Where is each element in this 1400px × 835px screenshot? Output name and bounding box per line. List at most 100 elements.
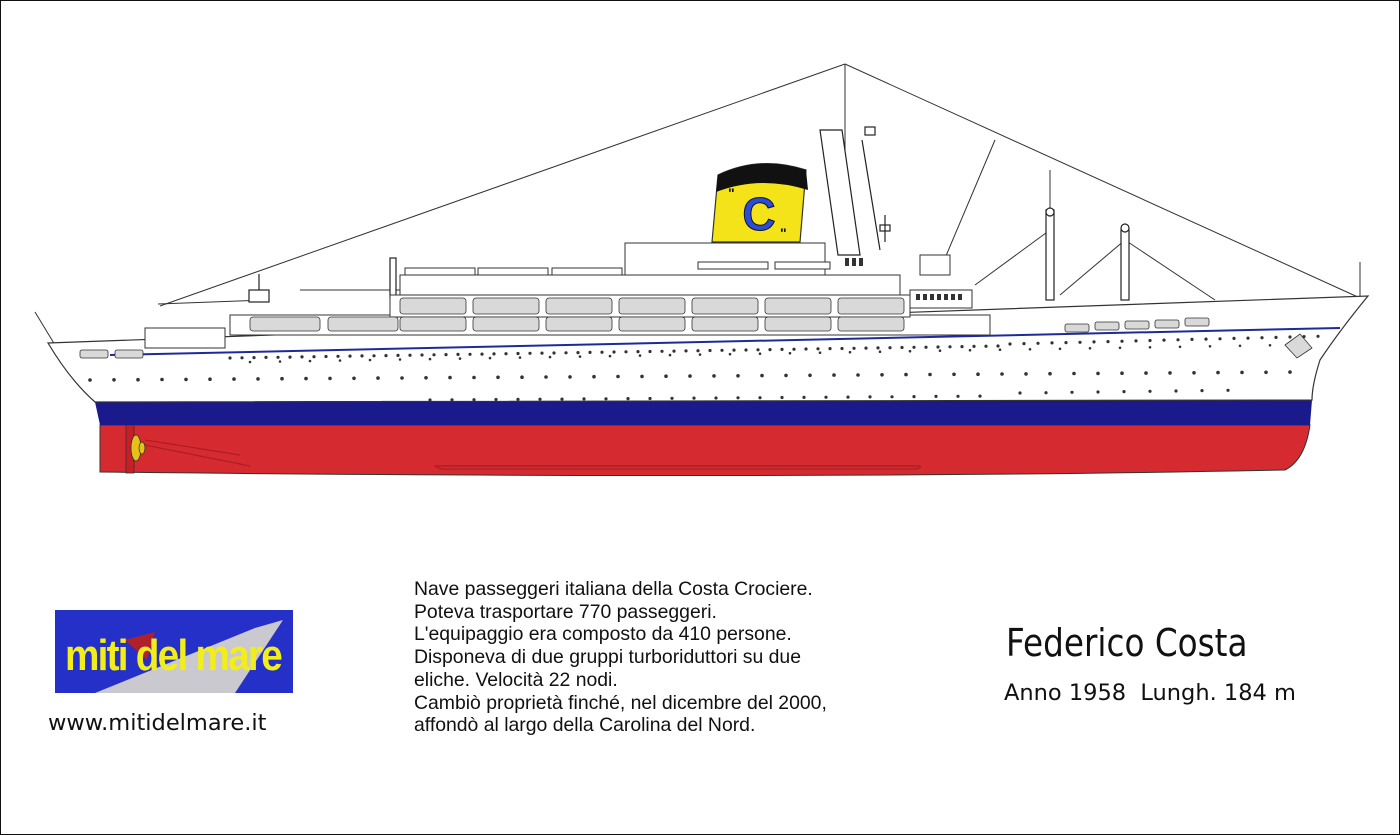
- porthole: [758, 396, 762, 400]
- porthole: [1148, 389, 1152, 393]
- porthole: [1008, 342, 1012, 346]
- porthole: [1088, 347, 1092, 350]
- porthole: [1148, 346, 1152, 349]
- porthole: [1216, 370, 1220, 375]
- porthole: [952, 372, 956, 377]
- porthole: [1144, 371, 1148, 375]
- porthole: [600, 350, 604, 354]
- porthole: [712, 374, 716, 378]
- porthole: [516, 397, 520, 401]
- porthole: [878, 350, 882, 354]
- porthole: [540, 351, 544, 355]
- porthole: [780, 347, 784, 351]
- porthole: [278, 360, 282, 363]
- porthole: [564, 351, 568, 355]
- description-line: Cambiò proprietà finché, nel dicembre de…: [414, 691, 827, 714]
- porthole: [458, 357, 462, 360]
- porthole: [352, 376, 356, 381]
- porthole: [904, 372, 908, 377]
- porthole: [840, 346, 844, 351]
- porthole: [372, 354, 376, 358]
- porthole: [424, 376, 428, 380]
- description-line: Nave passeggeri italiana della Costa Cro…: [414, 578, 813, 600]
- porthole: [832, 373, 836, 377]
- porthole: [856, 373, 860, 377]
- ship-year-length: Anno 1958 Lungh. 184 m: [1004, 680, 1296, 706]
- hull-white: [46, 295, 1370, 403]
- porthole: [312, 355, 316, 359]
- porthole: [802, 395, 806, 399]
- porthole: [1072, 371, 1076, 376]
- porthole: [1036, 341, 1040, 345]
- porthole: [938, 349, 942, 353]
- porthole: [1050, 341, 1054, 345]
- porthole: [672, 349, 676, 353]
- porthole: [1200, 389, 1204, 393]
- porthole: [948, 345, 952, 349]
- porthole: [428, 357, 432, 361]
- porthole: [816, 347, 820, 351]
- porthole: [400, 376, 404, 380]
- porthole: [784, 373, 788, 378]
- porthole: [1106, 340, 1110, 344]
- porthole: [1190, 337, 1194, 341]
- porthole: [698, 353, 702, 356]
- porthole: [472, 398, 476, 402]
- porthole: [684, 349, 688, 353]
- porthole: [736, 396, 740, 400]
- porthole: [1024, 372, 1028, 376]
- porthole: [1070, 390, 1074, 394]
- porthole: [528, 351, 532, 355]
- porthole: [376, 376, 380, 380]
- porthole: [924, 345, 928, 349]
- porthole: [588, 350, 592, 354]
- bridge-windows: [845, 258, 962, 300]
- porthole: [612, 350, 616, 354]
- porthole: [348, 354, 352, 358]
- porthole: [408, 353, 412, 357]
- porthole: [1208, 345, 1212, 348]
- porthole: [338, 359, 342, 362]
- porthole: [688, 374, 692, 378]
- porthole: [448, 375, 452, 380]
- porthole: [548, 355, 552, 359]
- porthole: [398, 358, 402, 361]
- porthole: [768, 348, 772, 352]
- porthole: [1092, 340, 1096, 344]
- porthole: [328, 376, 332, 381]
- porthole: [468, 352, 472, 356]
- porthole: [868, 395, 872, 399]
- porthole: [928, 372, 932, 377]
- porthole: [252, 356, 256, 360]
- porthole: [552, 351, 556, 355]
- porthole: [936, 345, 940, 349]
- porthole: [714, 396, 718, 400]
- porthole: [852, 346, 856, 350]
- porthole: [804, 347, 808, 351]
- porthole: [1246, 336, 1250, 340]
- porthole: [324, 354, 328, 359]
- svg-text:": ": [780, 225, 787, 241]
- porthole: [488, 356, 492, 360]
- porthole: [494, 397, 498, 402]
- porthole: [560, 397, 564, 401]
- porthole: [492, 352, 496, 356]
- porthole: [732, 348, 736, 352]
- porthole: [576, 351, 580, 355]
- porthole: [568, 375, 572, 379]
- porthole: [1120, 339, 1124, 343]
- porthole: [1028, 348, 1032, 351]
- porthole: [300, 355, 304, 359]
- porthole: [664, 374, 668, 379]
- porthole: [736, 374, 740, 378]
- porthole: [648, 349, 652, 354]
- description-line: affondò al largo della Carolina del Nord…: [414, 714, 756, 737]
- porthole: [984, 344, 988, 348]
- porthole: [1018, 391, 1022, 395]
- description-line: Poteva trasportare 770 passeggeri.: [414, 600, 717, 623]
- logo-text: miti del mare: [65, 631, 283, 680]
- website-url[interactable]: www.mitidelmare.it: [48, 710, 267, 736]
- porthole: [136, 377, 140, 382]
- porthole: [384, 354, 388, 358]
- porthole: [968, 348, 972, 352]
